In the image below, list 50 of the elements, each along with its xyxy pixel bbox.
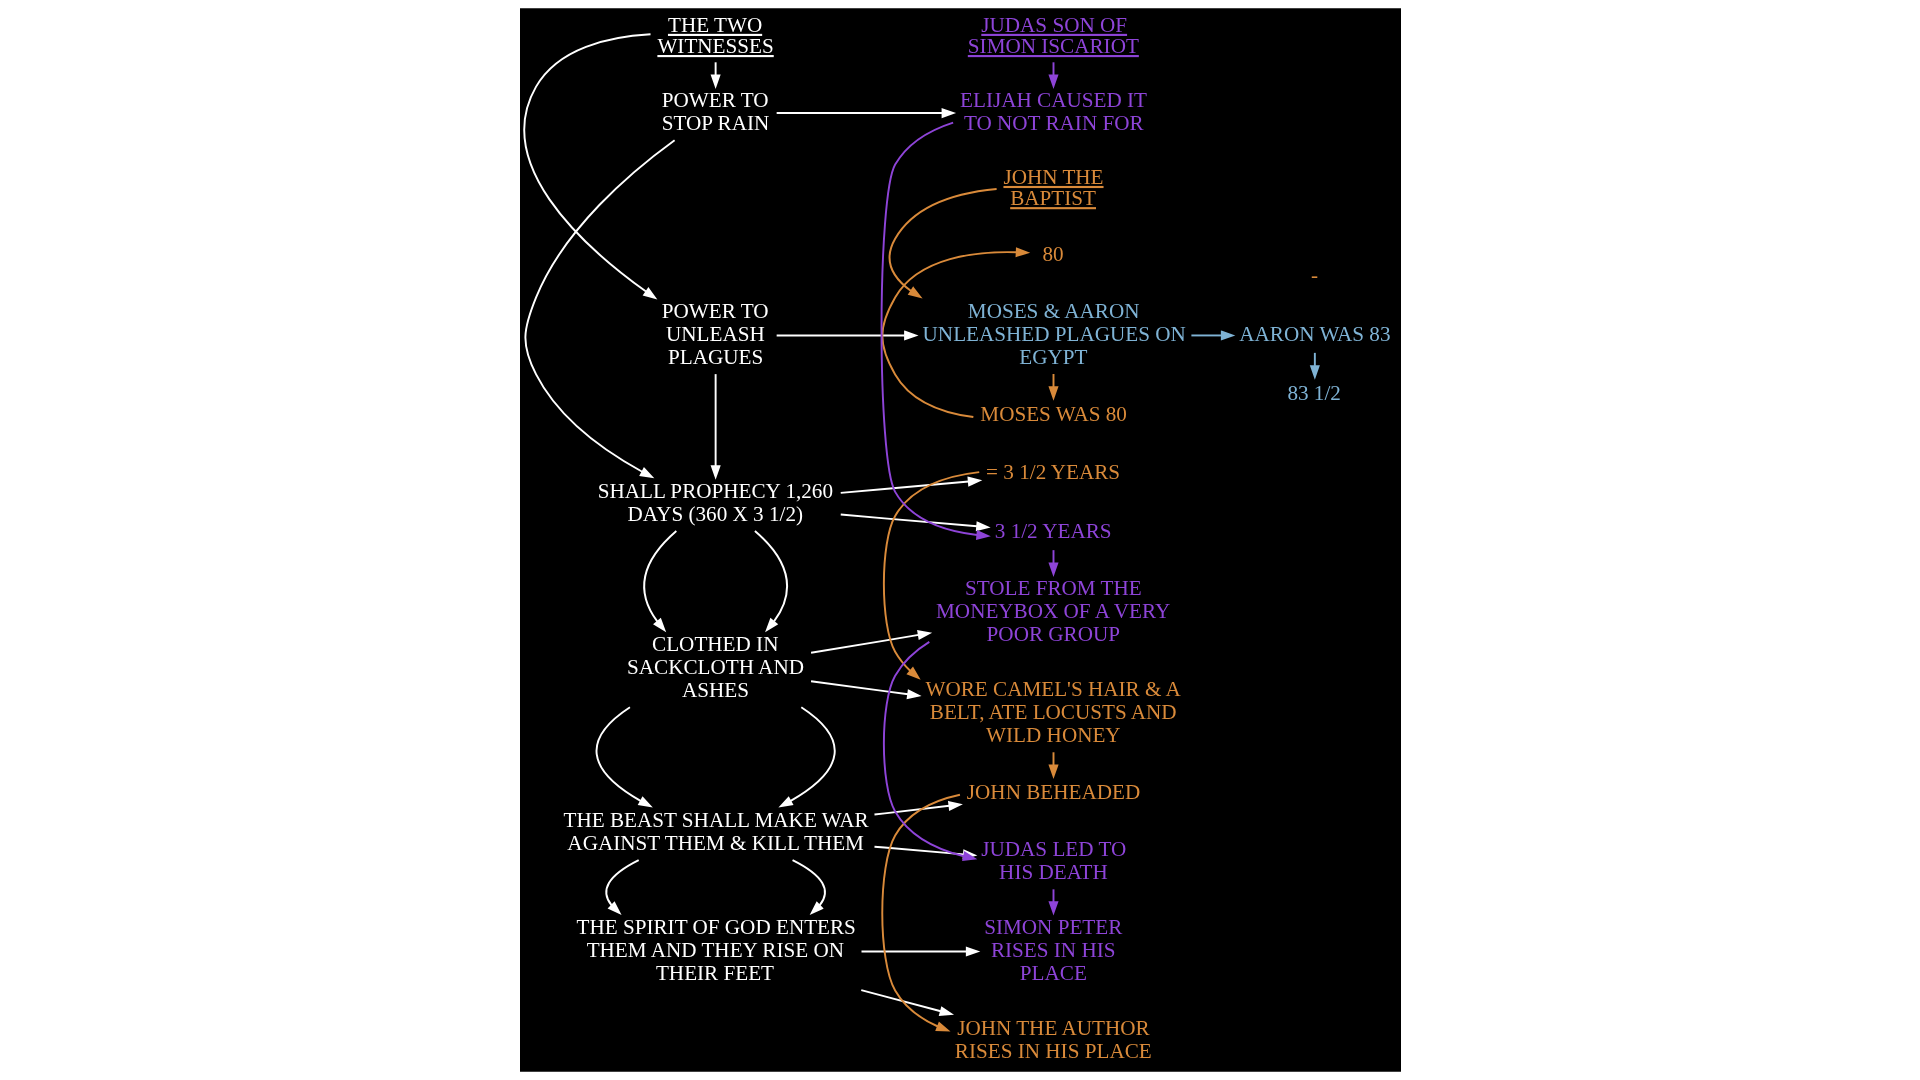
node-text: CLOTHED IN SACKCLOTH AND ASHES — [626, 631, 804, 702]
arrow — [839, 513, 991, 532]
arrow — [880, 121, 991, 540]
node-text: POWER TO STOP RAIN — [661, 87, 769, 136]
arrow — [1189, 330, 1235, 341]
node-text: JUDAS SON OF SIMON ISCARIOT — [967, 12, 1139, 59]
arrow — [710, 373, 721, 480]
arrow — [809, 680, 922, 700]
arrow — [777, 706, 835, 808]
arrow — [882, 471, 980, 680]
node-text: AARON WAS 83 — [1238, 321, 1391, 346]
arrow — [860, 946, 980, 957]
arrow — [595, 706, 653, 808]
arrow — [1309, 351, 1320, 380]
node-text: MOSES WAS 80 — [979, 401, 1127, 426]
node-text: SHALL PROPHECY 1,260 DAYS (360 X 3 1/2) — [597, 478, 833, 526]
arrow — [523, 139, 676, 479]
node-text: 83 1/2 — [1286, 380, 1341, 405]
node-text: POWER TO UNLEASH PLAGUES — [661, 298, 768, 369]
node-text: STOLE FROM THE MONEYBOX OF A VERY POOR GROUP — [935, 575, 1170, 647]
node-text: MOSES & AARON UNLEASHED PLAGUES ON EGYPT — [922, 298, 1186, 369]
arrow — [642, 530, 677, 633]
node-text: = 3 1/2 YEARS — [985, 460, 1120, 485]
arrow — [809, 630, 932, 654]
arrow — [775, 330, 919, 341]
arrow — [522, 33, 657, 300]
node-text: WORE CAMEL'S HAIR & A BELT, ATE LOCUSTS AND WILD HONEY — [924, 677, 1181, 748]
arrow — [753, 530, 788, 633]
node-text: 80 — [1041, 241, 1064, 266]
arrow — [791, 859, 826, 915]
label: - — [1310, 263, 1318, 288]
arrow — [888, 188, 998, 299]
arrow — [880, 793, 961, 1032]
arrow — [839, 476, 982, 494]
arrow — [775, 108, 956, 119]
node-text: THE BEAST SHALL MAKE WAR AGAINST THEM & KILL THEM — [563, 807, 869, 856]
arrow — [880, 247, 1030, 419]
node-text: 3 1/2 YEARS — [994, 519, 1112, 544]
node-text: THE SPIRIT OF GOD ENTERS THEM AND THEY RISE ON THEIR FEET — [576, 914, 856, 986]
arrow — [604, 859, 640, 915]
node-text: JOHN THE AUTHOR RISES IN HIS PLACE — [954, 1015, 1152, 1063]
arrow — [859, 989, 954, 1016]
arrow — [873, 800, 963, 816]
node-text: JUDAS LED TO HIS DEATH — [980, 836, 1126, 884]
node-text: JOHN THE BAPTIST — [1002, 164, 1104, 211]
node-text: THE TWO WITNESSES — [656, 12, 774, 59]
node-text: ELIJAH CAUSED IT TO NOT RAIN FOR — [959, 87, 1147, 136]
node-text: SIMON PETER RISES IN HIS PLACE — [983, 914, 1122, 986]
arrow — [710, 61, 721, 89]
node-text: JOHN BEHEADED — [966, 780, 1140, 805]
